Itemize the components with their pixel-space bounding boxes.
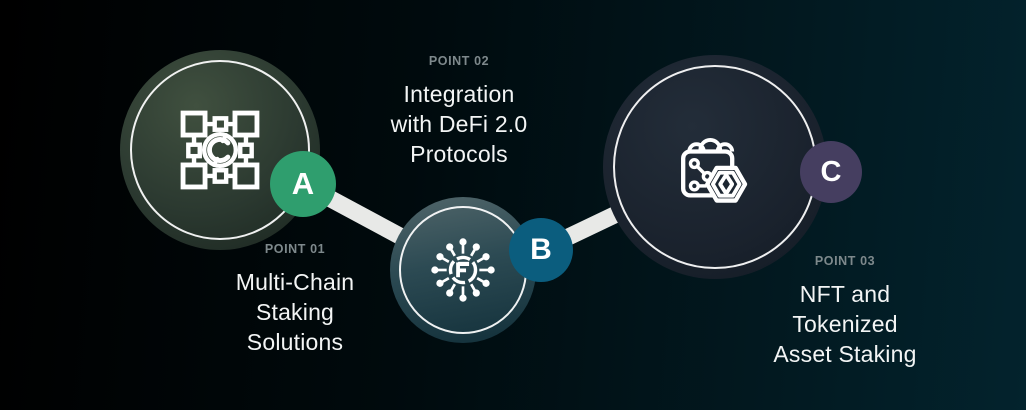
badge-c-letter: C bbox=[820, 155, 842, 188]
point-02-title: Integration with DeFi 2.0 Protocols bbox=[390, 81, 528, 167]
node-c-circle bbox=[603, 55, 827, 279]
defi-protocol-chip-icon bbox=[431, 238, 495, 302]
caption-point-01: POINT 01 Multi-Chain Staking Solutions bbox=[175, 242, 415, 357]
node-a-circle bbox=[120, 50, 320, 250]
caption-point-03: POINT 03 NFT and Tokenized Asset Staking bbox=[725, 254, 965, 369]
badge-a: A bbox=[270, 151, 336, 217]
point-01-title: Multi-Chain Staking Solutions bbox=[235, 269, 355, 355]
node-b-circle bbox=[390, 197, 536, 343]
point-01-label: POINT 01 bbox=[264, 242, 326, 256]
badge-c: C bbox=[800, 141, 862, 203]
multi-chain-network-coin-icon bbox=[180, 110, 260, 190]
caption-point-02: POINT 02 Integration with DeFi 2.0 Proto… bbox=[339, 54, 579, 169]
badge-b: B bbox=[509, 218, 573, 282]
badge-a-letter: A bbox=[291, 166, 315, 201]
point-02-label: POINT 02 bbox=[428, 54, 490, 68]
nft-tokenized-asset-icon bbox=[681, 137, 748, 203]
badge-b-letter: B bbox=[530, 233, 552, 266]
point-03-title: NFT and Tokenized Asset Staking bbox=[773, 281, 917, 367]
point-03-label: POINT 03 bbox=[814, 254, 876, 268]
